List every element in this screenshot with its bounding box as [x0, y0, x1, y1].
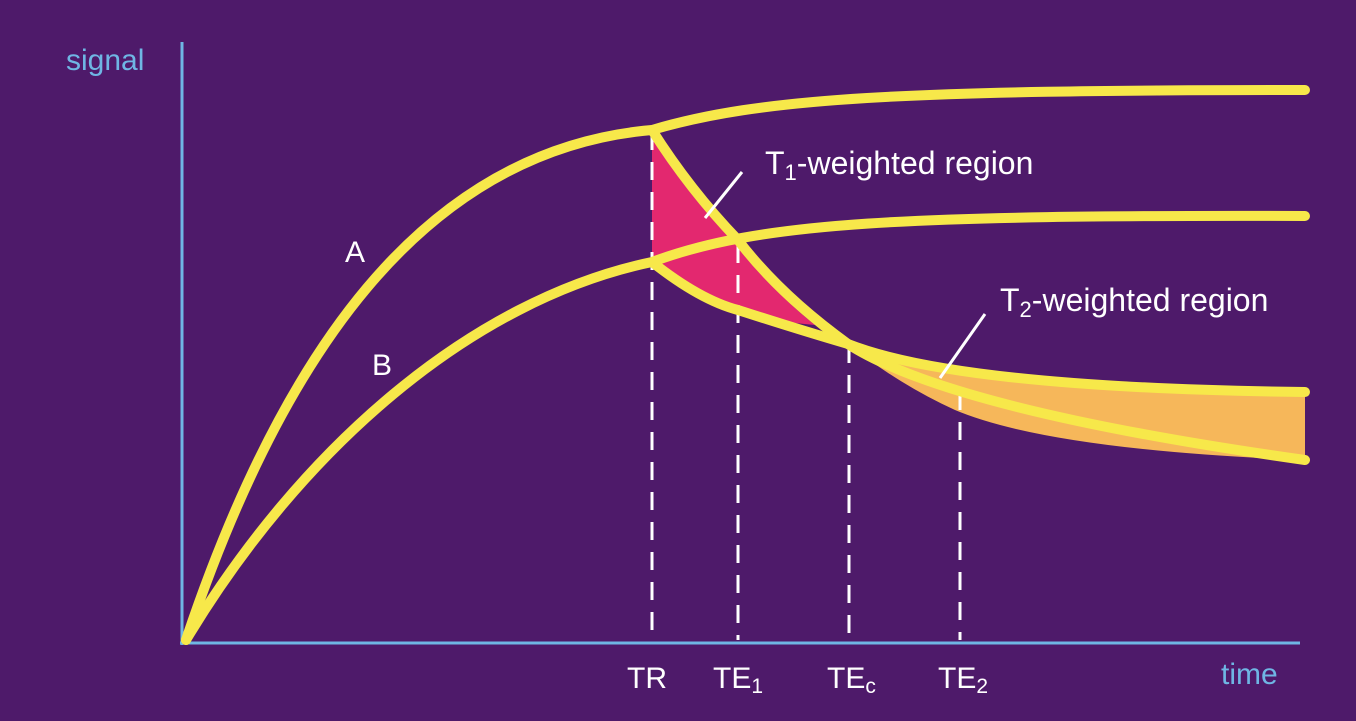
tick-label-tr: TR: [627, 662, 667, 695]
t2-region-label: T2-weighted region: [1000, 282, 1268, 322]
tick-label-tec: TEc: [827, 662, 876, 698]
t2-pointer-line: [938, 313, 987, 379]
t1-weighted-region-fill: [652, 130, 815, 325]
curve-b-label: B: [372, 349, 392, 382]
t1-region-label: T1-weighted region: [765, 145, 1033, 185]
tick-label-te2: TE2: [938, 662, 988, 698]
curve-a-decay: [647, 125, 1310, 465]
t1-pointer-line: [703, 171, 744, 219]
x-axis-label: time: [1221, 658, 1278, 691]
tick-label-te1: TE1: [713, 662, 763, 698]
y-axis-label: signal: [66, 44, 144, 77]
curve-a-recovery: [181, 85, 1310, 645]
curve-a-label: A: [345, 236, 365, 269]
curve-b-decay: [647, 257, 1310, 397]
